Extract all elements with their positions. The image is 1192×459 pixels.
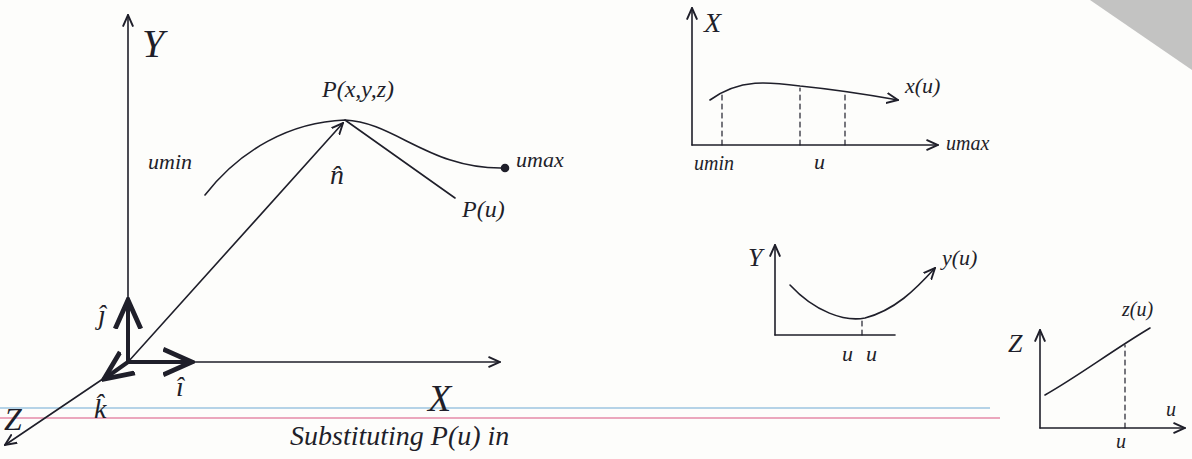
note-text: Substituting P(u) in bbox=[290, 421, 509, 452]
param-label: umin bbox=[694, 152, 734, 174]
axis-label: X bbox=[428, 378, 451, 420]
margin-line bbox=[0, 417, 1000, 419]
param-label: u bbox=[1166, 398, 1176, 420]
axis-label: X bbox=[704, 8, 721, 39]
parametric-curve bbox=[205, 120, 505, 195]
unit-vector bbox=[128, 360, 192, 364]
plot-curve bbox=[790, 268, 935, 319]
param-label: u bbox=[842, 342, 853, 366]
plot-axis bbox=[692, 144, 938, 146]
param-label: umax bbox=[946, 132, 989, 154]
x-axis bbox=[128, 361, 500, 363]
tangent-line bbox=[345, 120, 455, 198]
plot-axis bbox=[1039, 330, 1041, 428]
curve-label: y(u) bbox=[942, 246, 977, 270]
point-label: P(x,y,z) bbox=[322, 76, 394, 102]
tangent-label: n̂ bbox=[330, 160, 344, 191]
plot-axis bbox=[691, 8, 693, 145]
plot-curve bbox=[1045, 328, 1150, 395]
axis-label: Y bbox=[748, 244, 762, 273]
z-axis bbox=[5, 362, 128, 445]
param-label: umin bbox=[148, 150, 192, 174]
axis-label: Y bbox=[142, 22, 164, 66]
unit-vector-label: k̂ bbox=[94, 394, 106, 425]
position-vector bbox=[128, 123, 343, 362]
axis-label: Z bbox=[1008, 330, 1022, 359]
unit-vector-label: ĵ bbox=[98, 300, 106, 331]
curve-label: x(u) bbox=[905, 74, 940, 98]
curve-label: P(u) bbox=[462, 196, 505, 222]
param-label: u bbox=[814, 150, 825, 174]
page-shadow bbox=[1090, 0, 1192, 70]
unit-vector bbox=[104, 362, 128, 379]
curve-label: z(u) bbox=[1122, 298, 1153, 320]
end-point bbox=[502, 165, 509, 172]
param-label: umax bbox=[516, 148, 564, 172]
axis-label: Z bbox=[4, 402, 22, 437]
param-label: u bbox=[866, 342, 877, 366]
plot-axis bbox=[775, 334, 895, 336]
y-axis bbox=[127, 15, 129, 362]
plot-axis bbox=[774, 245, 776, 335]
ruled-line bbox=[0, 407, 990, 409]
unit-vector-label: î bbox=[176, 372, 184, 403]
plot-curve bbox=[710, 83, 898, 100]
param-label: u bbox=[1116, 430, 1126, 452]
plot-axis bbox=[1040, 427, 1185, 429]
unit-vector bbox=[126, 300, 130, 362]
